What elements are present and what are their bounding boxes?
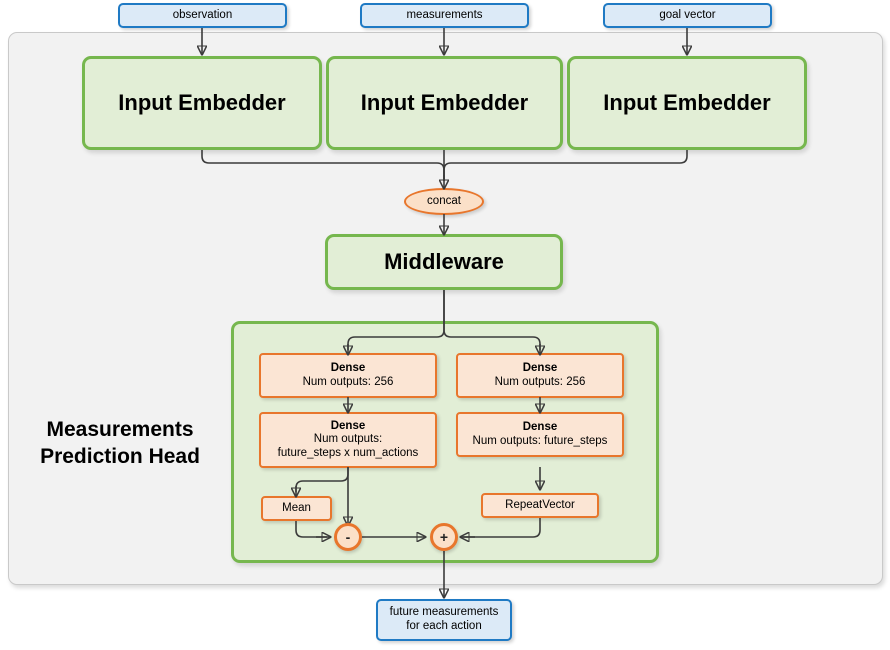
repeat-vector-node[interactable]: RepeatVector — [481, 493, 599, 518]
input-box-observation-label: observation — [172, 8, 233, 21]
left-dense-1-title: Dense — [330, 361, 366, 374]
output-label-line-1: future measurements — [389, 606, 499, 619]
middleware-node[interactable]: Middleware — [325, 234, 563, 290]
input-embedder-2-label: Input Embedder — [360, 90, 529, 116]
left-dense-2-detail-line-1: Num outputs: — [313, 433, 383, 446]
left-dense-2[interactable]: Dense Num outputs: future_steps x num_ac… — [259, 412, 437, 468]
input-box-measurements-label: measurements — [406, 8, 483, 21]
output-label-line-2: for each action — [406, 620, 482, 632]
input-embedder-2[interactable]: Input Embedder — [326, 56, 563, 150]
subtract-operator-label: - — [345, 528, 351, 545]
input-box-measurements[interactable]: measurements — [360, 3, 529, 28]
right-dense-2-detail: Num outputs: future_steps — [472, 434, 608, 447]
right-dense-2-title: Dense — [522, 420, 558, 433]
concat-node[interactable]: concat — [404, 188, 484, 215]
input-box-observation[interactable]: observation — [118, 3, 287, 28]
output-box-future-measurements[interactable]: future measurements for each action — [376, 599, 512, 641]
input-box-goal-vector-label: goal vector — [659, 8, 716, 21]
left-dense-1-detail: Num outputs: 256 — [302, 375, 394, 388]
right-dense-1[interactable]: Dense Num outputs: 256 — [456, 353, 624, 398]
left-dense-2-title: Dense — [330, 419, 366, 432]
right-dense-1-detail: Num outputs: 256 — [494, 375, 586, 388]
input-embedder-1-label: Input Embedder — [118, 90, 286, 116]
left-dense-2-detail-line-2: future_steps x num_actions — [277, 446, 419, 459]
head-label-line-1: Measurements — [46, 417, 194, 441]
head-label-line-2: Prediction Head — [40, 445, 200, 468]
mean-node[interactable]: Mean — [261, 496, 332, 521]
middleware-label: Middleware — [384, 249, 504, 275]
input-embedder-3[interactable]: Input Embedder — [567, 56, 807, 150]
right-dense-1-title: Dense — [522, 361, 558, 374]
concat-label: concat — [427, 194, 461, 207]
add-operator[interactable]: + — [430, 523, 458, 551]
mean-label: Mean — [282, 501, 311, 514]
add-operator-label: + — [439, 528, 449, 545]
input-box-goal-vector[interactable]: goal vector — [603, 3, 772, 28]
input-embedder-1[interactable]: Input Embedder — [82, 56, 322, 150]
subtract-operator[interactable]: - — [334, 523, 362, 551]
right-dense-2[interactable]: Dense Num outputs: future_steps — [456, 412, 624, 457]
measurements-prediction-head-label: Measurements Prediction Head — [14, 408, 226, 478]
repeat-vector-label: RepeatVector — [505, 498, 575, 511]
left-dense-1[interactable]: Dense Num outputs: 256 — [259, 353, 437, 398]
input-embedder-3-label: Input Embedder — [603, 90, 771, 116]
